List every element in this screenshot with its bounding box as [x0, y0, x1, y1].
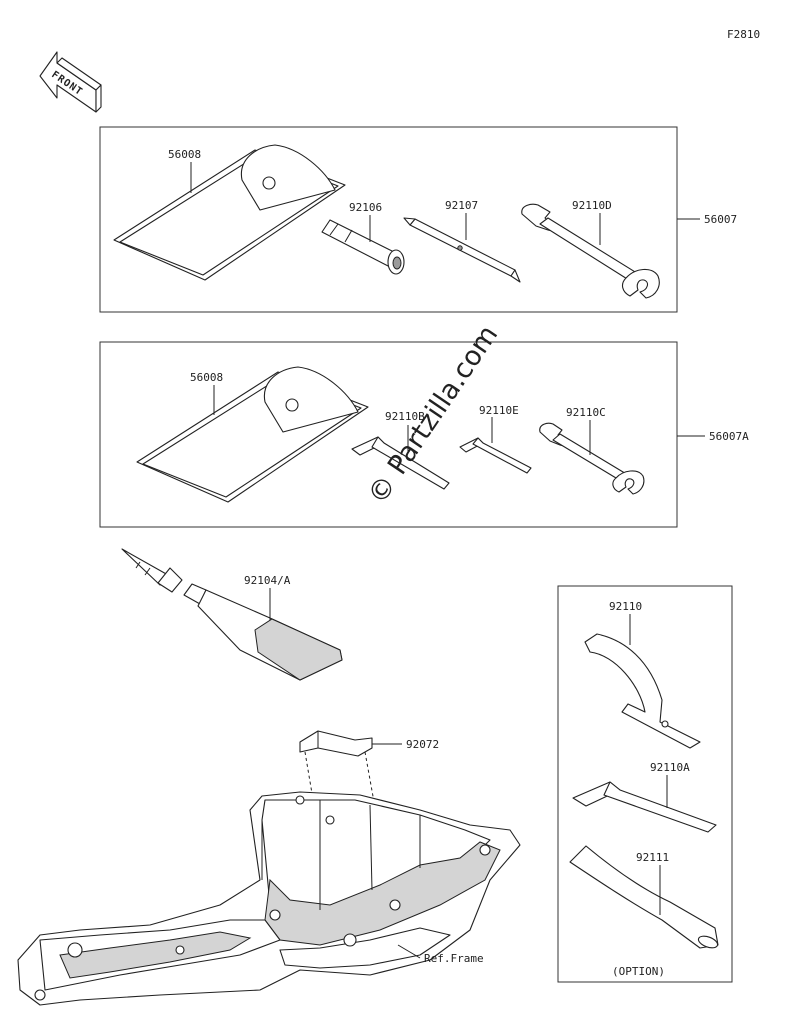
frame-ref-label: Ref.Frame: [424, 952, 484, 965]
kit2-hex-wrench-b-label: 92110B: [385, 410, 425, 423]
kit-56007a-label: 56007A: [709, 430, 749, 443]
figure-code: F2810: [727, 28, 760, 41]
bracket-part-label: 92072: [406, 738, 439, 751]
tool-case-2: [136, 366, 369, 503]
sealant-tube: [121, 548, 343, 681]
open-wrench-c: [539, 422, 645, 495]
tube-part-label: 92104/A: [244, 574, 291, 587]
screwdriver: [403, 217, 521, 283]
kit1-plug-tool-label: 92106: [349, 201, 382, 214]
extension-handle: [569, 845, 719, 949]
option-hex-wrench-label: 92110A: [650, 761, 690, 774]
hex-wrench-e: [459, 437, 532, 474]
option-handle-label: 92111: [636, 851, 669, 864]
hook-spanner: [584, 633, 701, 749]
option-label: (OPTION): [612, 965, 665, 978]
kit2-case-label: 56008: [190, 371, 223, 384]
option-spanner-label: 92110: [609, 600, 642, 613]
kit2-wrench-label: 92110C: [566, 406, 606, 419]
kit1-case-label: 56008: [168, 148, 201, 161]
front-arrow-icon: FRONT: [39, 51, 102, 113]
kit-56007-label: 56007: [704, 213, 737, 226]
hex-wrench-b: [351, 436, 450, 490]
option-box: [557, 585, 733, 983]
kit-56007a-box: [99, 341, 678, 528]
tool-case: [113, 144, 346, 281]
open-wrench-d: [521, 203, 660, 299]
bracket: [299, 730, 373, 757]
kit2-hex-wrench-e-label: 92110E: [479, 404, 519, 417]
plug-tool: [321, 219, 405, 275]
hex-wrench-a: [572, 781, 717, 833]
motorcycle-frame: [17, 791, 521, 1006]
kit1-screwdriver-label: 92107: [445, 199, 478, 212]
kit1-wrench-label: 92110D: [572, 199, 612, 212]
